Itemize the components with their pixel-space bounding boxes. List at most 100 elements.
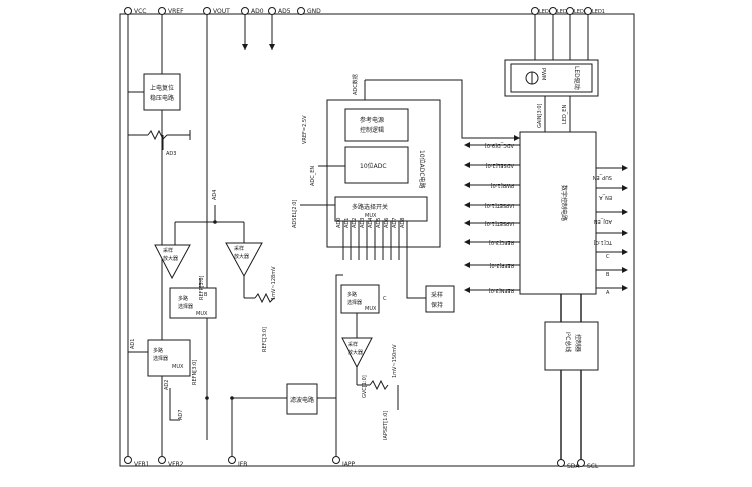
- power-label-2: 稳压电路: [150, 94, 174, 102]
- digital-signals-left: ADC_D[9:0] ADSEL[2:0] PWR[1:0] IAPSET[1:…: [464, 142, 520, 293]
- dright-0: SUP_EN: [592, 174, 612, 180]
- amp-a-shape: [154, 244, 191, 280]
- pin-led1: LED1: [592, 9, 605, 15]
- amp-b-2: 放大器: [234, 253, 249, 260]
- led-bus-en: LED_EN: [562, 105, 568, 124]
- sample-1: 采样: [431, 291, 443, 299]
- adc-in-0: AD0: [336, 218, 342, 228]
- adc-sel: ADSEL[2:0]: [292, 200, 298, 228]
- amp-a-2: 放大器: [163, 255, 178, 262]
- pin-vcc: VCC: [134, 8, 146, 15]
- dright-3: TC[1:0]: [594, 239, 613, 245]
- i2c-label-1: I²C总线: [564, 332, 572, 352]
- adc-en: ADC_EN: [310, 166, 316, 186]
- adc-ref-logic-1: 参考电源: [360, 116, 384, 124]
- filter-label: 滤波电路: [290, 396, 314, 404]
- mux-b-1: 多路: [153, 347, 163, 354]
- ad3-label: AD3: [166, 151, 176, 157]
- dsig-3: IAPSET[1:0]: [485, 202, 514, 208]
- mux-c-3: MUX: [365, 306, 377, 312]
- mux-b-3: MUX: [172, 364, 184, 370]
- left-cluster: AD4 采样 放大器 采样 放大器 1mV~128mV REFC[3:0] 多路…: [128, 190, 277, 440]
- mux-c-sel: C: [383, 296, 387, 302]
- range-2: 1mV~150mV: [392, 344, 398, 378]
- mux-a-sel: B: [204, 292, 208, 298]
- led-pins: LED4 LED3 LED2 LED1: [531, 7, 605, 60]
- digital-control: 数字控制电路 ADC_D[9:0] ADSEL[2:0] PWR[1:0] IA…: [464, 131, 628, 296]
- pin-vfb1: VFB1: [134, 461, 150, 468]
- i2c-block: I²C总线 控制器: [544, 294, 599, 460]
- adc-ref: VREF=2.5V: [302, 115, 308, 144]
- adc-in-8: AD8: [400, 218, 406, 228]
- ad1-label: AD1: [130, 339, 136, 349]
- adc-in-4: AD4: [368, 218, 374, 228]
- pin-ad5: AD5: [278, 8, 291, 15]
- dsig-5: REFC[3:0]: [489, 239, 514, 245]
- adc-in-3: AD3: [360, 218, 366, 228]
- amp-c-2: 放大器: [348, 349, 363, 356]
- adc-in-5: AD5: [376, 218, 382, 228]
- dsig-6: REFP[3:0]: [489, 262, 514, 268]
- mux-c-1: 多路: [347, 291, 357, 298]
- mux-a-2: 选择器: [178, 303, 193, 310]
- pin-ad0: AD0: [251, 8, 264, 15]
- refc-label: REFC[3:0]: [262, 327, 268, 352]
- led-bus-gain: GAIN[3:0]: [537, 103, 543, 128]
- dright-2: ADJ_EN: [594, 218, 612, 224]
- dright-1: EN_A: [599, 194, 612, 200]
- adc-mux-sub: MUX: [365, 213, 377, 219]
- dsig-1: ADSEL[2:0]: [486, 162, 514, 168]
- mux-a-3: MUX: [196, 311, 208, 317]
- adc-in-1: AD1: [344, 218, 350, 228]
- pin-sda: SDA: [567, 463, 580, 470]
- pin-vfb2: VFB2: [168, 461, 184, 468]
- sample-2: 保持: [431, 301, 443, 309]
- led-driver-label: LED驱动: [573, 66, 580, 90]
- adc-in-6: AD6: [384, 218, 390, 228]
- ad2-label: AD2: [164, 380, 170, 390]
- power-block: 上电复位 稳压电路 AD3: [128, 73, 191, 157]
- top-pins: VCC VREF VOUT AD0 AD5 GND: [124, 7, 321, 440]
- dsig-4: IAPSET[1:0]: [485, 220, 514, 226]
- ad7-label: AD7: [178, 410, 184, 420]
- gvc-label: GVC[1:0]: [362, 375, 368, 398]
- pin-scl: SCL: [587, 463, 599, 470]
- dright-6: A: [606, 290, 610, 296]
- refp-label: REFP[3:0]: [199, 275, 205, 300]
- i2c-label-2: 控制器: [574, 334, 582, 352]
- ad4-label: AD4: [212, 190, 218, 200]
- pin-iapp: IAPP: [342, 461, 355, 468]
- pin-vout: VOUT: [213, 8, 230, 15]
- dsig-2: PWR[1:0]: [491, 182, 514, 188]
- adc-block: 10位ADC电路 参考电源 控制逻辑 10位ADC 多路选择开关 MUX VRE…: [292, 74, 441, 260]
- adc-inner-label: 10位ADC: [360, 162, 387, 170]
- adc-top-note: ADC数据: [352, 74, 359, 95]
- range-1: 1mV~128mV: [271, 266, 277, 300]
- dright-5: B: [606, 272, 610, 278]
- bottom-pins: VFB1 VFB2 IFB IAPP SDA SCL: [124, 398, 599, 470]
- amp-b-1: 采样: [234, 245, 244, 252]
- adc-in-7: AD7: [392, 218, 398, 228]
- mux-a-1: 多路: [178, 295, 188, 302]
- dsig-0: ADC_D[9:0]: [485, 142, 514, 148]
- pin-vref: VREF: [168, 8, 184, 15]
- filter-block: 滤波电路: [230, 274, 343, 440]
- dsig-7: REFN[3:0]: [489, 287, 514, 293]
- pin-led4: LED4: [539, 9, 552, 15]
- power-label-1: 上电复位: [150, 84, 174, 92]
- amp-a-1: 采样: [163, 247, 173, 254]
- digital-signals-right: SUP_EN EN_A ADJ_EN TC[1:0] C B A: [592, 165, 628, 296]
- adc-in-2: AD2: [352, 218, 358, 228]
- pin-led3: LED3: [557, 9, 570, 15]
- led-driver: PWM LED驱动 GAIN[3:0] LED_EN: [504, 59, 599, 132]
- right-cluster: 多路 选择器 MUX C 采样 放大器 1mV~150mV GVC[1:0] I…: [340, 284, 399, 440]
- pin-ifb: IFB: [238, 461, 247, 468]
- sample-hold: 采样 保持: [406, 221, 455, 313]
- mux-b-2: 选择器: [153, 355, 168, 362]
- adc-ref-logic-2: 控制逻辑: [360, 126, 384, 134]
- refn-label: REFN[3:0]: [192, 360, 198, 385]
- adc-outer-label: 10位ADC电路: [418, 150, 426, 189]
- led-pwm: PWM: [540, 68, 546, 80]
- mux-c-2: 选择器: [347, 299, 362, 306]
